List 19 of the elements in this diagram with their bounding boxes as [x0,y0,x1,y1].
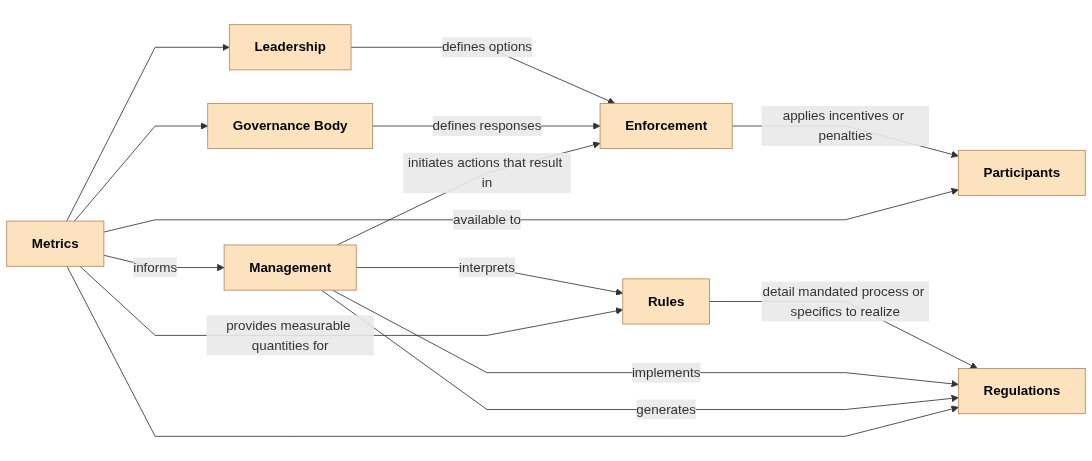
node-box: Participants [957,149,1086,196]
edge-label: applies incentives or penalties [782,108,905,143]
node-box: Governance Body [207,103,374,150]
node-box: Management [223,244,357,291]
edge-label: generates [636,401,696,417]
node-box: Enforcement [599,103,733,150]
node-box: Regulations [957,368,1086,415]
edge-label: informs [133,260,178,275]
node-box: Leadership [228,24,352,71]
edge-label: implements [631,365,701,380]
node-box: Metrics [6,220,105,267]
edge-label: initiates actions that result in [408,155,563,190]
edge-label: available to [453,212,521,227]
node-box: Rules [622,278,710,325]
edge-label: interprets [459,260,515,275]
edge-label: defines options [441,39,533,54]
edge-label: defines responses [432,118,542,133]
edge-label: detail mandated process or specifics to realize [762,283,925,319]
edge-label: provides measurable quantities for [226,317,351,353]
